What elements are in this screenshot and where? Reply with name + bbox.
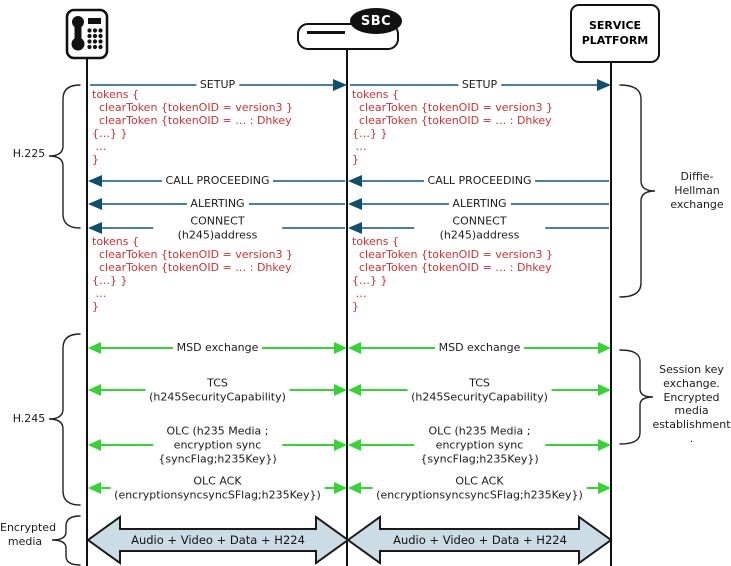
- arrowhead-left-icon: [348, 342, 361, 354]
- arrowhead-left-icon: [348, 198, 362, 210]
- arrowhead-right-icon: [597, 79, 611, 91]
- arrowhead-left-icon: [348, 222, 362, 234]
- message-label: CONNECT (h245)address: [152, 214, 283, 242]
- message-label: TCS (h245SecurityCapability): [407, 376, 552, 404]
- section-label-h225: H.225: [12, 147, 46, 160]
- h245-brace: [48, 333, 81, 506]
- message-label: CALL PROCEEDING: [423, 174, 536, 188]
- service-platform-box: SERVICE PLATFORM: [570, 4, 660, 63]
- section-label-diffie-hellman: Diffie- Hellman exchange: [670, 170, 724, 211]
- phone-lifeline: [86, 58, 88, 566]
- arrowhead-right-icon: [334, 384, 347, 396]
- message-label: CALL PROCEEDING: [161, 174, 274, 188]
- h225-brace: [48, 84, 81, 229]
- arrowhead-left-icon: [88, 222, 102, 234]
- arrowhead-left-icon: [88, 342, 101, 354]
- arrowhead-right-icon: [598, 342, 611, 354]
- message-label: MSD exchange: [172, 341, 263, 355]
- media-flow-label-left: Audio + Video + Data + H224: [131, 533, 305, 547]
- connect-tokens-left: tokens { clearToken {tokenOID = version3…: [92, 235, 294, 313]
- section-label-encrypted-media: Encrypted media: [0, 521, 57, 548]
- setup-tokens-right: tokens { clearToken {tokenOID = version3…: [352, 88, 554, 166]
- arrowhead-left-icon: [88, 384, 101, 396]
- arrowhead-left-icon: [348, 439, 361, 451]
- sbc-device-icon: [297, 23, 399, 50]
- message-label: MSD exchange: [434, 341, 525, 355]
- session-key-brace: [619, 349, 654, 445]
- message-label: OLC ACK (encryptionsyncsyncSFlag;h235Key…: [372, 474, 587, 502]
- arrowhead-left-icon: [348, 482, 361, 494]
- arrowhead-left-icon: [348, 175, 362, 187]
- arrowhead-right-icon: [333, 79, 347, 91]
- arrowhead-left-icon: [88, 175, 102, 187]
- sbc-device-slot: [307, 31, 345, 34]
- message-label: SETUP: [195, 78, 240, 92]
- message-label: OLC (h235 Media ; encryption sync {syncF…: [152, 424, 283, 466]
- arrowhead-right-icon: [334, 342, 347, 354]
- media-flow-label-right: Audio + Video + Data + H224: [393, 533, 567, 547]
- message-label: OLC ACK (encryptionsyncsyncSFlag;h235Key…: [110, 474, 325, 502]
- connect-tokens-right: tokens { clearToken {tokenOID = version3…: [352, 235, 554, 313]
- sbc-lifeline: [346, 46, 348, 566]
- message-label: ALERTING: [186, 197, 249, 211]
- diffie-hellman-brace: [619, 84, 656, 298]
- message-label: CONNECT (h245)address: [413, 214, 546, 242]
- arrowhead-right-icon: [334, 482, 347, 494]
- arrowhead-right-icon: [598, 384, 611, 396]
- arrowhead-left-icon: [88, 198, 102, 210]
- message-label: ALERTING: [448, 197, 511, 211]
- message-label: TCS (h245SecurityCapability): [145, 376, 290, 404]
- arrowhead-left-icon: [88, 482, 101, 494]
- encrypted-media-brace: [51, 515, 81, 566]
- arrowhead-right-icon: [334, 439, 347, 451]
- sbc-label-badge: SBC: [350, 8, 402, 34]
- section-label-session-key: Session key exchange. Encrypted media es…: [652, 363, 731, 445]
- arrowhead-right-icon: [598, 482, 611, 494]
- message-label: SETUP: [457, 78, 502, 92]
- arrowhead-left-icon: [348, 384, 361, 396]
- telephone-icon: [65, 8, 109, 60]
- arrowhead-right-icon: [598, 439, 611, 451]
- service-platform-lifeline: [610, 59, 612, 566]
- setup-tokens-left: tokens { clearToken {tokenOID = version3…: [92, 88, 294, 166]
- arrowhead-left-icon: [88, 439, 101, 451]
- message-label: OLC (h235 Media ; encryption sync {syncF…: [413, 424, 546, 466]
- section-label-h245: H.245: [12, 412, 46, 425]
